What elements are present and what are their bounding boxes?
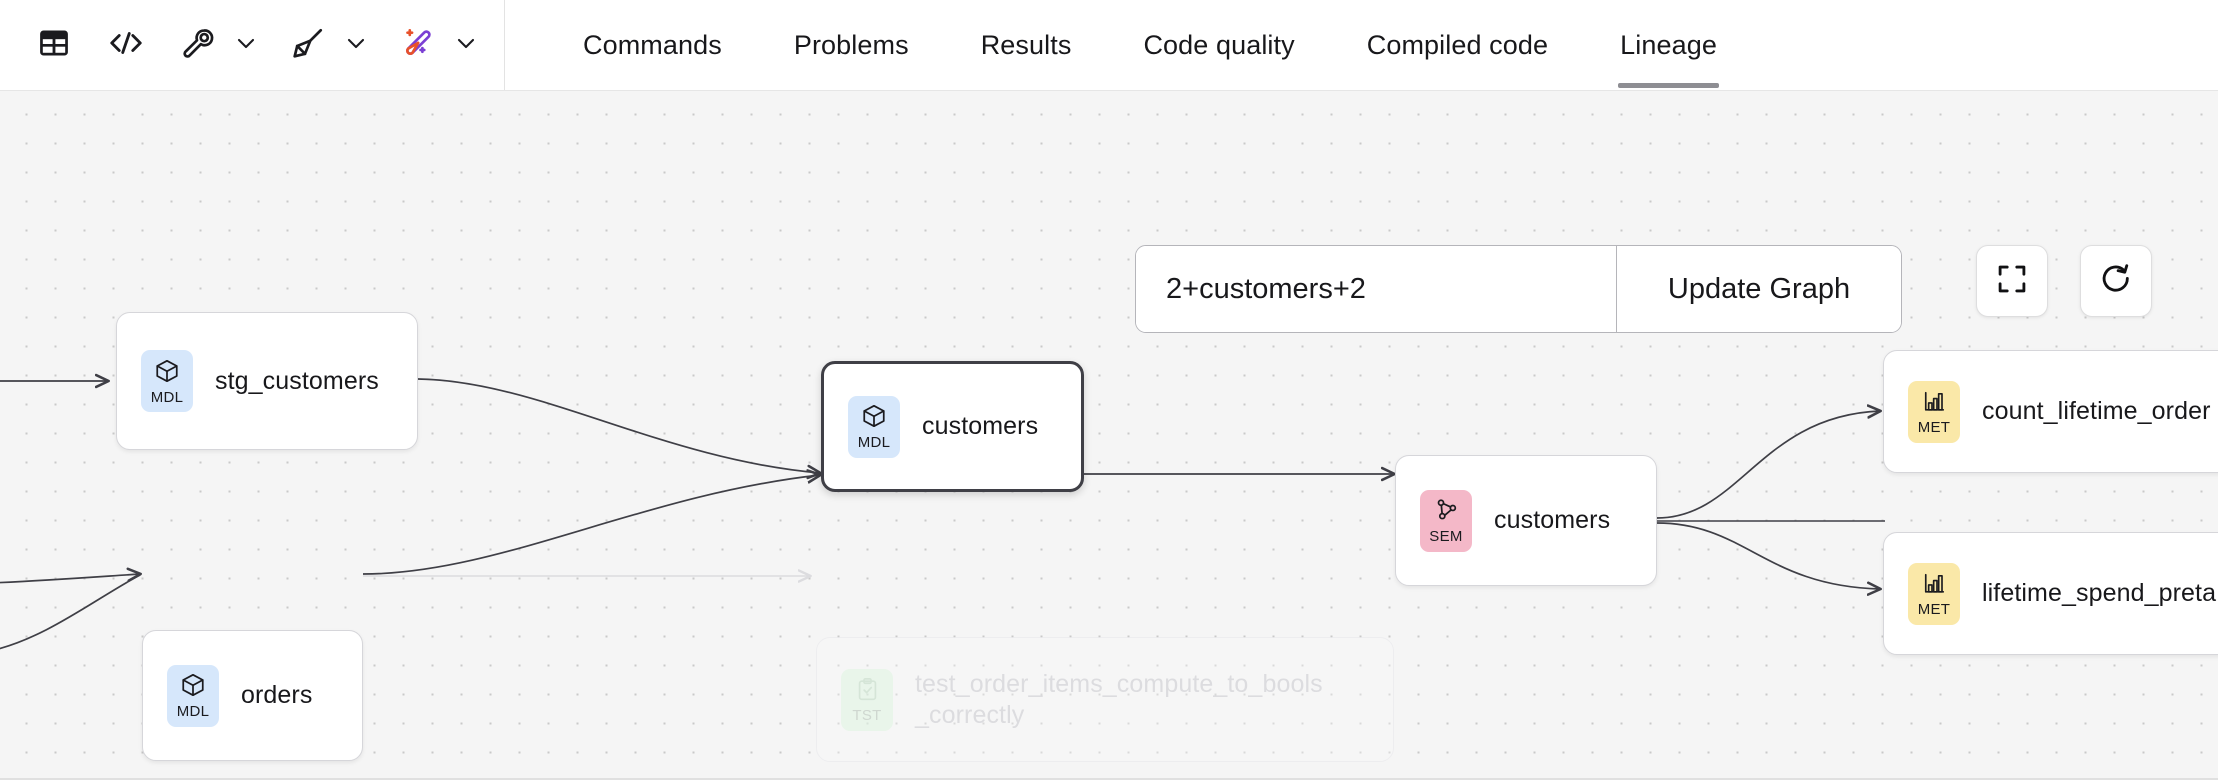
build-tool-group: [170, 17, 266, 73]
badge-label: MET: [1917, 418, 1951, 436]
graph-nodes-icon: [1433, 497, 1459, 528]
chevron-down-icon: [234, 31, 258, 60]
tab-results[interactable]: Results: [945, 0, 1108, 90]
tab-bar: Commands Problems Results Code quality C…: [547, 0, 1753, 90]
node-type-badge-sem: SEM: [1420, 489, 1472, 552]
node-label: customers: [1494, 506, 1611, 535]
lineage-node-customers-model[interactable]: MDL customers: [821, 361, 1084, 492]
badge-label: TST: [852, 706, 882, 724]
badge-label: SEM: [1429, 528, 1463, 545]
badge-label: MET: [1917, 600, 1951, 618]
node-label: test_order_items_compute_to_bools _corre…: [915, 670, 1323, 729]
badge-label: MDL: [150, 388, 184, 406]
tab-label: Results: [980, 29, 1072, 60]
tab-code-quality[interactable]: Code quality: [1107, 0, 1330, 90]
node-type-badge-met: MET: [1908, 380, 1960, 443]
ai-assist-tool-group: [390, 17, 486, 73]
code-brackets-icon: [107, 26, 145, 65]
lineage-search-bar: Update Graph: [1135, 245, 1902, 333]
cube-icon: [180, 672, 206, 703]
cube-icon: [154, 358, 180, 389]
lineage-node-customers-semantic[interactable]: SEM customers: [1395, 455, 1657, 586]
badge-label: MDL: [176, 703, 210, 720]
node-type-badge-tst: TST: [841, 668, 893, 731]
tab-label: Compiled code: [1366, 29, 1549, 60]
tab-lineage[interactable]: Lineage: [1584, 0, 1753, 90]
lineage-canvas[interactable]: MDL stg_customers MDL orders: [0, 91, 2218, 780]
node-label: customers: [922, 412, 1039, 441]
tab-problems[interactable]: Problems: [758, 0, 945, 90]
node-label: stg_customers: [215, 366, 379, 395]
lineage-node-lifetime-spend-pretax[interactable]: MET lifetime_spend_preta: [1883, 532, 2218, 655]
node-label: orders: [241, 681, 313, 710]
table-view-button[interactable]: [26, 17, 82, 73]
clipboard-check-icon: [855, 677, 880, 707]
format-tool-group: [280, 17, 376, 73]
node-label: lifetime_spend_preta: [1982, 579, 2217, 608]
bar-chart-icon: [1922, 389, 1947, 419]
tool-icon-group: [0, 0, 505, 90]
chevron-down-icon: [454, 31, 478, 60]
node-type-badge-met: MET: [1908, 562, 1960, 625]
top-toolbar: Commands Problems Results Code quality C…: [0, 0, 2218, 91]
build-dropdown-toggle[interactable]: [226, 17, 266, 73]
ai-assist-button[interactable]: [390, 17, 446, 73]
format-button[interactable]: [280, 17, 336, 73]
cube-icon: [861, 403, 887, 434]
lineage-node-test-order-items[interactable]: TST test_order_items_compute_to_bools _c…: [816, 637, 1394, 762]
magic-wand-icon: [401, 26, 435, 65]
lineage-search-input[interactable]: [1136, 246, 1616, 332]
tab-commands[interactable]: Commands: [547, 0, 758, 90]
tab-label: Problems: [793, 29, 909, 60]
format-dropdown-toggle[interactable]: [336, 17, 376, 73]
tab-label: Code quality: [1143, 29, 1295, 60]
node-type-badge-mdl: MDL: [167, 664, 219, 727]
tab-compiled-code[interactable]: Compiled code: [1331, 0, 1584, 90]
tab-label: Commands: [583, 29, 722, 60]
lineage-edges: [0, 91, 1885, 650]
bar-chart-icon: [1922, 571, 1947, 601]
fit-view-button[interactable]: [1976, 245, 2048, 317]
refresh-icon: [2099, 262, 2133, 301]
refresh-button[interactable]: [2080, 245, 2152, 317]
tab-label: Lineage: [1620, 29, 1717, 60]
code-view-button[interactable]: [98, 17, 154, 73]
broom-icon: [291, 26, 325, 65]
node-label: count_lifetime_order: [1982, 397, 2211, 426]
fit-screen-icon: [1995, 262, 2029, 301]
lineage-node-count-lifetime-orders[interactable]: MET count_lifetime_order: [1883, 350, 2218, 473]
table-icon: [37, 26, 71, 65]
node-type-badge-mdl: MDL: [848, 395, 900, 458]
update-graph-button[interactable]: Update Graph: [1616, 246, 1901, 332]
lineage-node-stg-customers[interactable]: MDL stg_customers: [116, 312, 418, 450]
badge-label: MDL: [857, 434, 891, 451]
ai-assist-dropdown-toggle[interactable]: [446, 17, 486, 73]
wrench-icon: [181, 26, 215, 65]
lineage-node-orders[interactable]: MDL orders: [142, 630, 363, 761]
node-type-badge-mdl: MDL: [141, 350, 193, 412]
build-button[interactable]: [170, 17, 226, 73]
chevron-down-icon: [344, 31, 368, 60]
